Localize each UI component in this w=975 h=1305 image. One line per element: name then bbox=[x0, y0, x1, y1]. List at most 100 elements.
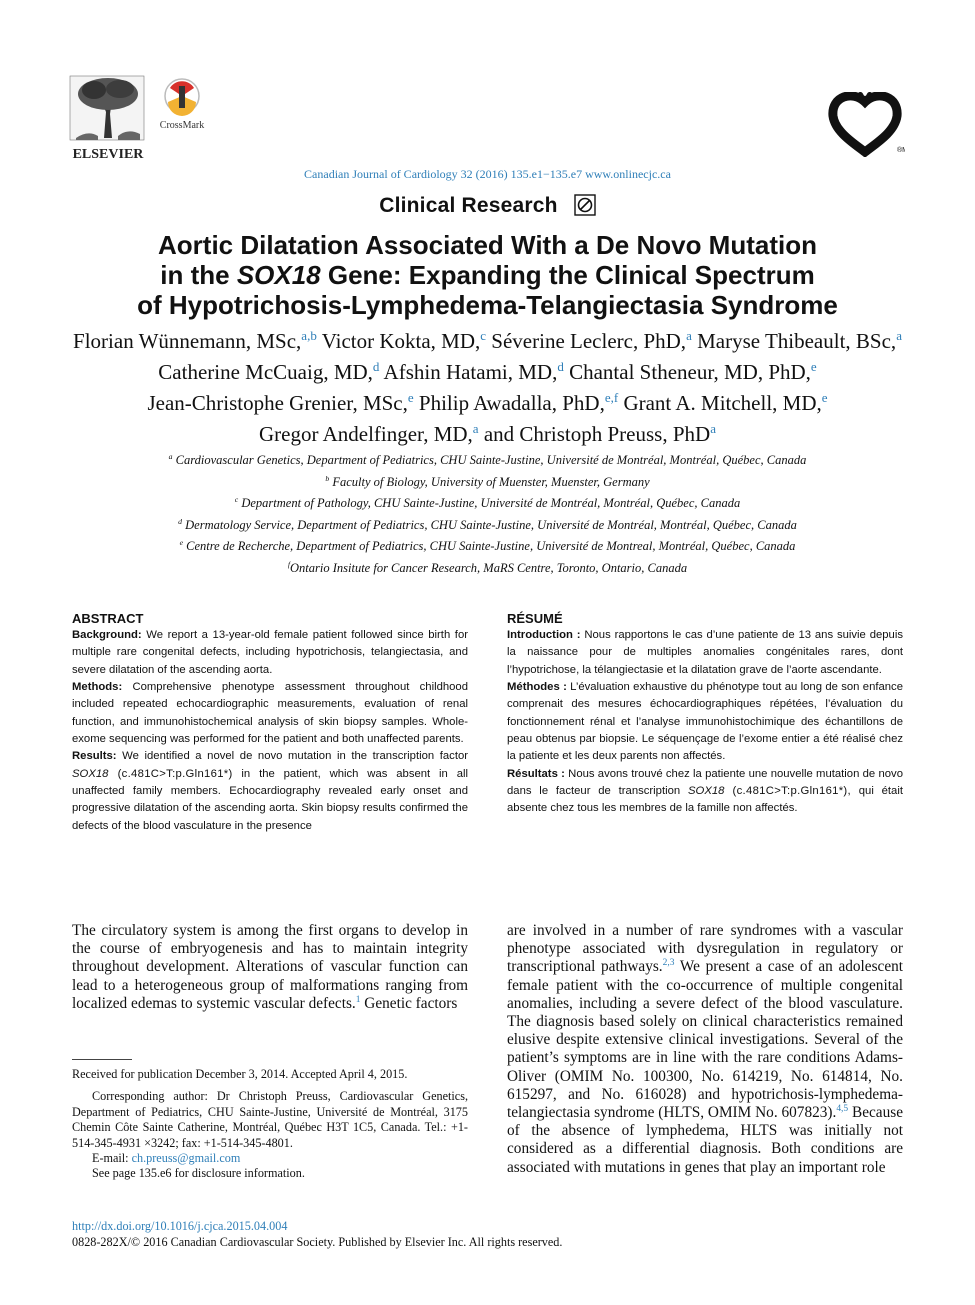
author-line: Jean-Christophe Grenier, MSc,e Philip Aw… bbox=[40, 388, 935, 419]
methodes-label: Méthodes : bbox=[507, 681, 567, 694]
abstract-heading: ABSTRACT bbox=[72, 611, 144, 626]
resume-introduction: Introduction : Nous rapportons le cas d’… bbox=[507, 627, 903, 679]
citation-ref[interactable]: 1 bbox=[355, 994, 361, 1005]
body-text: are involved in a number of rare syndrom… bbox=[507, 922, 903, 976]
affiliation-marker: c bbox=[234, 494, 239, 504]
citation-ref[interactable]: 2,3 bbox=[662, 958, 675, 969]
author-name: Catherine McCuaig, MD, bbox=[158, 360, 373, 384]
author-affiliation-marker[interactable]: d bbox=[372, 359, 380, 374]
copyright-line: 0828-282X/© 2016 Canadian Cardiovascular… bbox=[72, 1235, 563, 1249]
journal-logo-mark: ®MD bbox=[897, 146, 905, 154]
affiliation-text: Centre de Recherche, Department of Pedia… bbox=[183, 539, 796, 553]
title-line-2: in the SOX18 Gene: Expanding the Clinica… bbox=[60, 260, 915, 290]
abstract-english: ABSTRACT Background: We report a 13-year… bbox=[72, 610, 468, 835]
author-list: Florian Wünnemann, MSc,a,b Victor Kokta,… bbox=[40, 326, 935, 450]
author-affiliation-marker[interactable]: a bbox=[472, 421, 479, 436]
elsevier-logo: ELSEVIER bbox=[69, 75, 145, 162]
results-text-pre: We identified a novel de novo mutation i… bbox=[116, 750, 468, 763]
author-name: Chantal Stheneur, MD, PhD, bbox=[563, 360, 811, 384]
methods-label: Methods: bbox=[72, 681, 123, 694]
footnote-divider bbox=[72, 1059, 132, 1060]
cme-icon bbox=[574, 194, 596, 216]
resume-heading: RÉSUMÉ bbox=[507, 611, 563, 626]
abstract-french: RÉSUMÉ Introduction : Nous rapportons le… bbox=[507, 610, 903, 818]
title-line-3: of Hypotrichosis-Lymphedema-Telangiectas… bbox=[137, 290, 838, 320]
journal-citation-line[interactable]: Canadian Journal of Cardiology 32 (2016)… bbox=[304, 167, 671, 181]
author-line: Florian Wünnemann, MSc,a,b Victor Kokta,… bbox=[40, 326, 935, 357]
author-affiliation-marker[interactable]: a bbox=[710, 421, 716, 436]
title-line-2-post: Gene: Expanding the Clinical Spectrum bbox=[320, 260, 815, 290]
author-affiliation-marker[interactable]: c bbox=[480, 328, 487, 343]
author-affiliation-marker[interactable]: a,b bbox=[301, 328, 317, 343]
author-name: Grant A. Mitchell, MD, bbox=[618, 391, 822, 415]
email-link[interactable]: ch.preuss@gmail.com bbox=[131, 1151, 241, 1166]
journal-heart-logo: ®MD bbox=[828, 92, 905, 157]
title-line-2-pre: in the bbox=[160, 260, 237, 290]
title-gene-name: SOX18 bbox=[236, 260, 321, 290]
author-line: Catherine McCuaig, MD,d Afshin Hatami, M… bbox=[40, 357, 935, 388]
body-text: The circulatory system is among the firs… bbox=[72, 922, 468, 1012]
affiliation-text: Dermatology Service, Department of Pedia… bbox=[182, 517, 797, 532]
resume-resultats: Résultats : Nous avons trouvé chez la pa… bbox=[507, 766, 903, 818]
body-text: Genetic factors bbox=[360, 994, 458, 1012]
crossmark-label: CrossMark bbox=[160, 120, 204, 131]
introduction-text: Nous rapportons le cas d’une patiente de… bbox=[507, 629, 903, 676]
affiliation: a Cardiovascular Genetics, Department of… bbox=[40, 450, 935, 472]
resultats-label: Résultats : bbox=[507, 767, 565, 780]
affiliation-text: Ontario Insitute for Cancer Research, Ma… bbox=[290, 560, 688, 575]
author-affiliation-marker[interactable]: a bbox=[686, 328, 692, 343]
introduction-label: Introduction : bbox=[507, 629, 581, 641]
affiliation: fOntario Insitute for Cancer Research, M… bbox=[40, 558, 935, 580]
abstract-methods: Methods: Comprehensive phenotype assessm… bbox=[72, 679, 468, 748]
methodes-text: L’évaluation exhaustive du phénotype tou… bbox=[507, 681, 903, 763]
article-title: Aortic Dilatation Associated With a De N… bbox=[60, 230, 915, 320]
results-label: Results: bbox=[72, 750, 117, 763]
disclosure-note: See page 135.e6 for disclosure informati… bbox=[92, 1166, 305, 1181]
background-label: Background: bbox=[72, 629, 142, 641]
author-affiliation-marker[interactable]: e bbox=[821, 390, 828, 405]
citation-ref[interactable]: 4,5 bbox=[836, 1103, 849, 1114]
author-name: Afshin Hatami, MD, bbox=[379, 360, 558, 384]
affiliation-marker: b bbox=[325, 473, 330, 483]
author-affiliation-marker[interactable]: e,f bbox=[604, 390, 619, 405]
email-label: E-mail: bbox=[92, 1151, 132, 1166]
author-name: Florian Wünnemann, MSc, bbox=[73, 329, 302, 353]
section-label: Clinical Research bbox=[0, 194, 975, 218]
body-paragraph: are involved in a number of rare syndrom… bbox=[507, 922, 903, 1177]
abstract-background: Background: We report a 13-year-old fema… bbox=[72, 627, 468, 679]
results-mutation: (c.481C>T:p.Gln161*) bbox=[108, 767, 233, 780]
author-name: Maryse Thibeault, BSc, bbox=[691, 329, 897, 353]
author-affiliation-marker[interactable]: a bbox=[896, 328, 902, 343]
results-gene: SOX18 bbox=[72, 767, 109, 780]
body-paragraph: The circulatory system is among the firs… bbox=[72, 922, 468, 1013]
corresponding-author-note: Corresponding author: Dr Christoph Preus… bbox=[72, 1089, 468, 1150]
affiliation-text: Cardiovascular Genetics, Department of P… bbox=[172, 453, 807, 467]
body-column-left: The circulatory system is among the firs… bbox=[72, 922, 468, 1013]
doi-link[interactable]: http://dx.doi.org/10.1016/j.cjca.2015.04… bbox=[72, 1219, 288, 1233]
author-affiliation-marker[interactable]: e bbox=[810, 359, 817, 374]
author-name: Jean-Christophe Grenier, MSc, bbox=[147, 391, 408, 415]
email-note: E-mail: ch.preuss@gmail.com bbox=[72, 1151, 468, 1166]
affiliation-marker: d bbox=[178, 516, 183, 526]
methods-text: Comprehensive phenotype assessment throu… bbox=[72, 681, 468, 746]
author-name: and Christoph Preuss, PhD bbox=[478, 422, 711, 446]
body-text: Because of the absence of lymphedema, HL… bbox=[507, 1104, 903, 1176]
background-text: We report a 13-year-old female patient f… bbox=[72, 629, 468, 676]
resume-methodes: Méthodes : L’évaluation exhaustive du ph… bbox=[507, 679, 903, 766]
affiliation: e Centre de Recherche, Department of Ped… bbox=[40, 536, 935, 558]
abstract-results: Results: We identified a novel de novo m… bbox=[72, 748, 468, 835]
author-name: Séverine Leclerc, PhD, bbox=[486, 329, 687, 353]
author-name: Victor Kokta, MD, bbox=[316, 329, 481, 353]
resultats-gene: SOX18 bbox=[688, 785, 725, 798]
resultats-text-pre: Nous avons trouvé chez la patiente une n… bbox=[507, 767, 903, 798]
crossmark-logo[interactable]: CrossMark bbox=[160, 76, 216, 134]
affiliation-text: Department of Pathology, CHU Sainte-Just… bbox=[238, 496, 741, 510]
affiliation-marker: e bbox=[179, 537, 184, 547]
body-text: We present a case of an adolescent femal… bbox=[507, 958, 904, 1122]
received-note: Received for publication December 3, 201… bbox=[72, 1067, 408, 1081]
elsevier-wordmark: ELSEVIER bbox=[73, 147, 145, 162]
author-affiliation-marker[interactable]: d bbox=[557, 359, 564, 374]
author-affiliation-marker[interactable]: e bbox=[407, 390, 414, 405]
affiliation-list: a Cardiovascular Genetics, Department of… bbox=[40, 450, 935, 579]
affiliation: d Dermatology Service, Department of Ped… bbox=[40, 515, 935, 537]
